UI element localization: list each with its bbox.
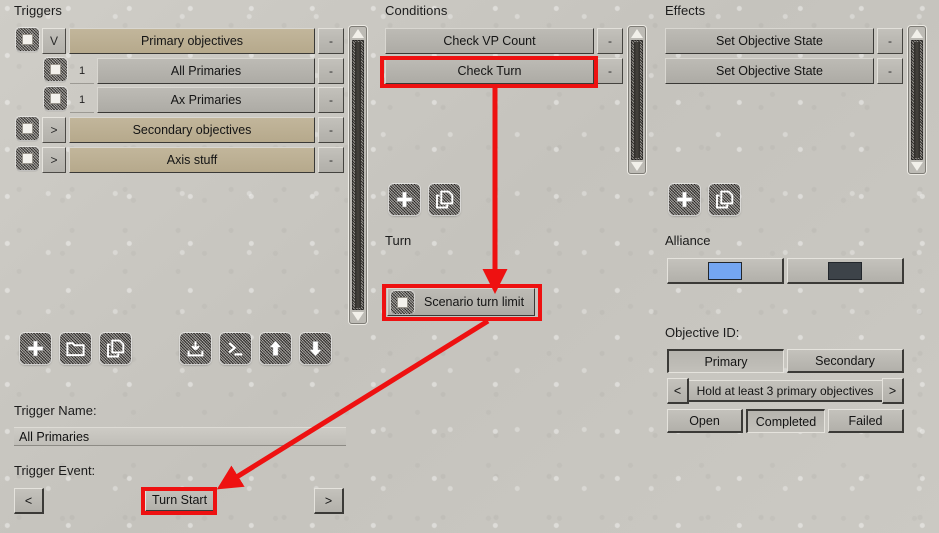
triggers-scrollbar[interactable] — [349, 26, 367, 324]
trigger-expand-toggle[interactable]: V — [42, 28, 66, 54]
copy-effect-button[interactable] — [709, 184, 740, 215]
alliance-label: Alliance — [665, 233, 711, 248]
condition-remove-button[interactable]: - — [597, 28, 623, 54]
condition-parameter-button[interactable]: Scenario turn limit — [387, 288, 535, 316]
trigger-enabled-checkbox[interactable] — [16, 28, 39, 51]
objective-selector-prev-button[interactable]: < — [667, 378, 689, 404]
objective-tab-secondary[interactable]: Secondary — [787, 349, 904, 373]
trigger-name-button[interactable]: All Primaries — [97, 58, 315, 84]
scroll-up-arrow-icon[interactable] — [911, 29, 923, 38]
scroll-up-arrow-icon[interactable] — [631, 29, 643, 38]
objective-state-failed-button[interactable]: Failed — [828, 409, 904, 433]
condition-section-label: Turn — [385, 233, 412, 248]
trigger-name-button[interactable]: Primary objectives — [69, 28, 315, 54]
trigger-name-button[interactable]: Axis stuff — [69, 147, 315, 173]
trigger-enabled-checkbox[interactable] — [44, 58, 67, 81]
move-up-button[interactable] — [260, 333, 291, 364]
trigger-row[interactable]: > Secondary objectives - — [16, 117, 344, 143]
import-trigger-button[interactable] — [180, 333, 211, 364]
move-down-button[interactable] — [300, 333, 331, 364]
condition-remove-button[interactable]: - — [597, 58, 623, 84]
objective-state-completed-button[interactable]: Completed — [746, 409, 825, 433]
add-trigger-button[interactable] — [20, 333, 51, 364]
trigger-event-value[interactable]: Turn Start — [145, 488, 215, 512]
scroll-up-arrow-icon[interactable] — [352, 29, 364, 38]
triggers-panel-title: Triggers — [14, 3, 62, 18]
trigger-event-label: Trigger Event: — [14, 463, 96, 478]
trigger-row[interactable]: V Primary objectives - — [16, 28, 344, 54]
trigger-event-prev-button[interactable]: < — [14, 488, 44, 514]
scrollbar-thumb[interactable] — [634, 42, 640, 158]
scroll-down-arrow-icon[interactable] — [911, 162, 923, 171]
effects-scrollbar[interactable] — [908, 26, 926, 174]
trigger-name-button[interactable]: Ax Primaries — [97, 87, 315, 113]
trigger-remove-button[interactable]: - — [318, 58, 344, 84]
trigger-index-value: 1 — [70, 87, 94, 113]
console-button[interactable] — [220, 333, 251, 364]
objective-selector-next-button[interactable]: > — [882, 378, 904, 404]
condition-row[interactable]: Check VP Count - — [385, 28, 623, 54]
effect-name-button[interactable]: Set Objective State — [665, 58, 874, 84]
trigger-event-next-button[interactable]: > — [314, 488, 344, 514]
trigger-row[interactable]: 1 All Primaries - — [44, 58, 344, 84]
objective-id-label: Objective ID: — [665, 325, 740, 340]
condition-parameter-row[interactable]: Scenario turn limit — [387, 288, 535, 316]
trigger-expand-toggle[interactable]: > — [42, 147, 66, 173]
objective-state-open-button[interactable]: Open — [667, 409, 743, 433]
effect-remove-button[interactable]: - — [877, 28, 903, 54]
add-effect-button[interactable] — [669, 184, 700, 215]
trigger-expand-toggle[interactable]: > — [42, 117, 66, 143]
scrollbar-thumb[interactable] — [914, 42, 920, 158]
condition-row[interactable]: Check Turn - — [385, 58, 623, 84]
trigger-enabled-checkbox[interactable] — [16, 147, 39, 170]
trigger-row[interactable]: 1 Ax Primaries - — [44, 87, 344, 113]
open-folder-button[interactable] — [60, 333, 91, 364]
scroll-down-arrow-icon[interactable] — [352, 312, 364, 321]
scroll-down-arrow-icon[interactable] — [631, 162, 643, 171]
conditions-panel-title: Conditions — [385, 3, 448, 18]
alliance-option-axis[interactable] — [787, 258, 904, 284]
trigger-enabled-checkbox[interactable] — [16, 117, 39, 140]
trigger-remove-button[interactable]: - — [318, 147, 344, 173]
effect-row[interactable]: Set Objective State - — [665, 58, 903, 84]
condition-parameter-checkbox[interactable] — [391, 291, 414, 314]
conditions-scrollbar[interactable] — [628, 26, 646, 174]
scrollbar-thumb[interactable] — [355, 42, 361, 308]
objective-tab-primary[interactable]: Primary — [667, 349, 784, 373]
condition-name-button[interactable]: Check Turn — [385, 58, 594, 84]
copy-trigger-button[interactable] — [100, 333, 131, 364]
trigger-name-button[interactable]: Secondary objectives — [69, 117, 315, 143]
objective-selector-value[interactable]: Hold at least 3 primary objectives — [667, 380, 904, 402]
effect-row[interactable]: Set Objective State - — [665, 28, 903, 54]
trigger-index-value: 1 — [70, 58, 94, 84]
trigger-enabled-checkbox[interactable] — [44, 87, 67, 110]
effect-remove-button[interactable]: - — [877, 58, 903, 84]
condition-name-button[interactable]: Check VP Count — [385, 28, 594, 54]
alliance-color-swatch-axis — [828, 261, 862, 280]
alliance-color-swatch-allied — [708, 261, 742, 280]
effects-panel-title: Effects — [665, 3, 706, 18]
trigger-name-label: Trigger Name: — [14, 403, 97, 418]
alliance-option-allied[interactable] — [667, 258, 784, 284]
trigger-remove-button[interactable]: - — [318, 87, 344, 113]
trigger-remove-button[interactable]: - — [318, 117, 344, 143]
trigger-row[interactable]: > Axis stuff - — [16, 147, 344, 173]
trigger-remove-button[interactable]: - — [318, 28, 344, 54]
copy-condition-button[interactable] — [429, 184, 460, 215]
effect-name-button[interactable]: Set Objective State — [665, 28, 874, 54]
add-condition-button[interactable] — [389, 184, 420, 215]
trigger-name-input[interactable]: All Primaries — [14, 427, 346, 446]
